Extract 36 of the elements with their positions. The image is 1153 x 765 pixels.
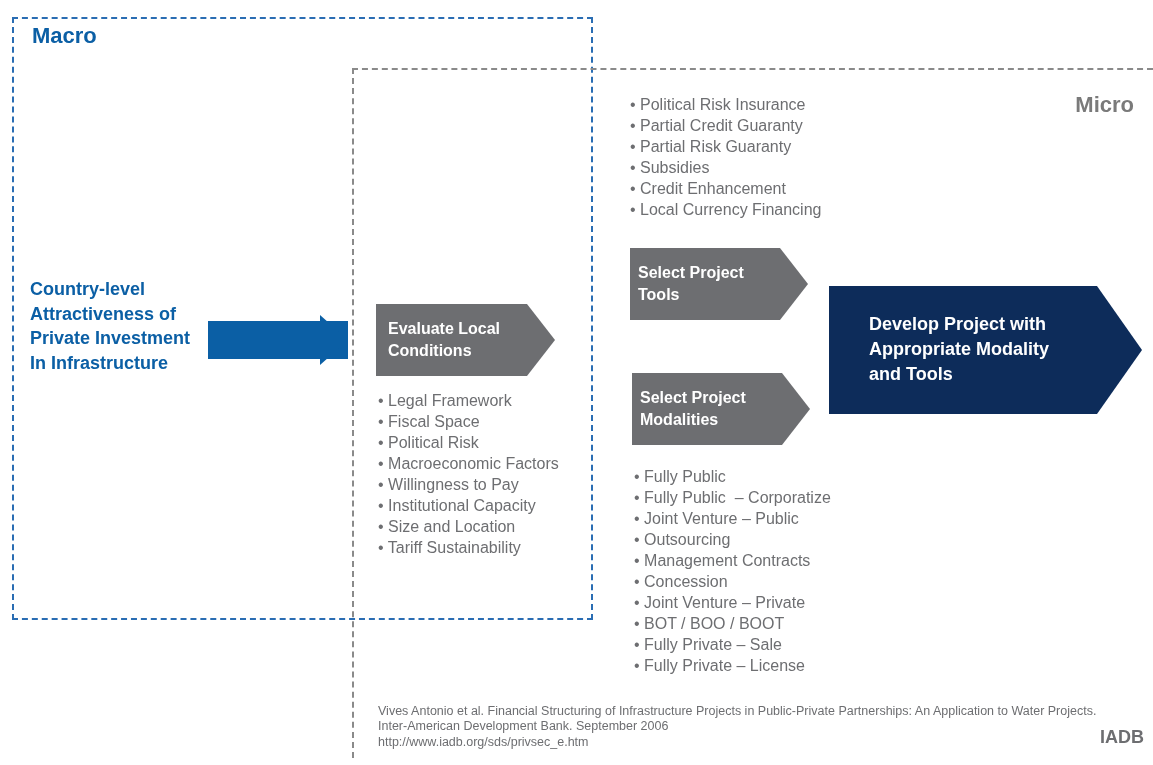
citation-text: Vives Antonio et al. Financial Structuring of Infrastructure Projects in Public-Private Partnerships: An Application to Water Projects. [378, 704, 1097, 718]
list-item: • Tariff Sustainability [378, 538, 522, 558]
list-item: • Institutional Capacity [378, 496, 537, 516]
list-item: • Concession [634, 572, 729, 592]
list-item: • Fully Public [634, 467, 727, 487]
list-item: • Fully Private – License [634, 656, 806, 676]
list-item: • Fiscal Space [378, 412, 481, 432]
list-item: • Local Currency Financing [630, 200, 822, 220]
list-item: • Joint Venture – Private [634, 593, 807, 613]
url-text: http://www.iadb.org/sds/privsec_e.htm [378, 735, 589, 749]
list-item: • Partial Risk Guaranty [630, 137, 793, 157]
list-item: • Management Contracts [634, 551, 812, 571]
list-item: • Subsidies [630, 158, 711, 178]
step-label: Select Project Modalities [640, 387, 747, 430]
source-label: IADB [1100, 727, 1144, 748]
list-item: • Partial Credit Guaranty [630, 116, 804, 136]
step-label: Select Project Tools [638, 262, 745, 305]
step-label: Evaluate Local Conditions [388, 318, 502, 361]
list-item: • Political Risk [378, 433, 480, 453]
heading-text: Country-level Attractiveness of Private Investment In Infrastructure [30, 277, 210, 402]
region-title: Macro [32, 23, 98, 49]
list-item: • Size and Location [378, 517, 517, 537]
list-item: • Political Risk Insurance [630, 95, 807, 115]
list-item: • Willingness to Pay [378, 475, 520, 495]
arrow [208, 315, 348, 365]
region-title: Micro [1074, 92, 1134, 118]
citation-text: Inter-American Development Bank. September 2006 [378, 719, 669, 733]
list-item: • Credit Enhancement [630, 179, 787, 199]
list-item: • Legal Framework [378, 391, 513, 411]
list-item: • Fully Private – Sale [634, 635, 783, 655]
list-item: • Macroeconomic Factors [378, 454, 559, 474]
list-item: • Fully Public – Corporatize [634, 488, 831, 508]
list-item: • Joint Venture – Public [634, 509, 800, 529]
list-item: • BOT / BOO / BOOT [634, 614, 786, 634]
step-label: Develop Project with Appropriate Modality and Tools [869, 313, 1050, 387]
list-item: • Outsourcing [634, 530, 732, 550]
